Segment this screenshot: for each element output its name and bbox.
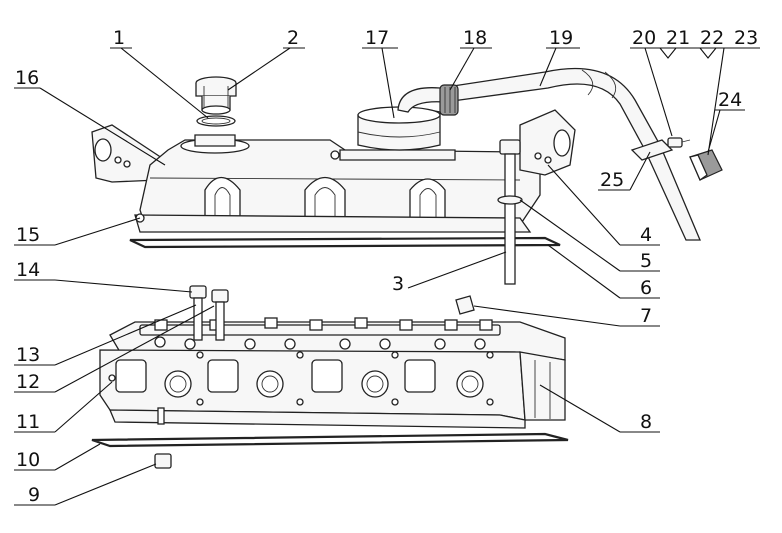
- callout-6: 6: [640, 277, 652, 299]
- callout-3: 3: [392, 273, 404, 295]
- valve-cover: [91, 124, 541, 233]
- cylinder-head: [99, 321, 566, 429]
- callout-labels: 1 2 16 17 18 19 20 21 22 23 24 25 4 5 6 …: [15, 27, 758, 506]
- callout-10: 10: [16, 449, 40, 471]
- callout-21: 21: [666, 27, 690, 49]
- oil-filler-cap: [195, 76, 237, 115]
- valve-train: [139, 317, 501, 350]
- callout-23: 23: [734, 27, 758, 49]
- dowel-pin: [154, 453, 172, 469]
- callout-20: 20: [632, 27, 656, 49]
- hose-end-cap: [689, 149, 723, 181]
- callout-15: 15: [16, 224, 40, 246]
- callout-1: 1: [113, 27, 125, 49]
- lifting-bracket-right: [519, 109, 576, 176]
- breather-housing: [357, 106, 441, 151]
- breather-hose: [397, 67, 701, 241]
- leader-lines: [14, 47, 760, 506]
- callout-11: 11: [16, 411, 40, 433]
- callout-9: 9: [28, 484, 40, 506]
- callout-2: 2: [287, 27, 299, 49]
- cylinder-head-gasket: [91, 432, 569, 448]
- callout-5: 5: [640, 250, 652, 272]
- callout-8: 8: [640, 411, 652, 433]
- callout-22: 22: [700, 27, 724, 49]
- callout-17: 17: [365, 27, 389, 49]
- callout-24: 24: [718, 89, 742, 111]
- callout-4: 4: [640, 224, 652, 246]
- pipe-clamp: [630, 137, 691, 161]
- callout-14: 14: [16, 259, 40, 281]
- callout-25: 25: [600, 169, 624, 191]
- o-ring: [196, 115, 236, 127]
- valve-cover-gasket: [129, 236, 561, 249]
- callout-16: 16: [15, 67, 39, 89]
- cover-bolt: [497, 139, 523, 285]
- callout-13: 13: [16, 344, 40, 366]
- callout-19: 19: [549, 27, 573, 49]
- callout-18: 18: [463, 27, 487, 49]
- head-bolts: [189, 285, 229, 341]
- hose-clamp: [439, 84, 459, 116]
- callout-7: 7: [640, 305, 652, 327]
- callout-12: 12: [16, 371, 40, 393]
- plug: [455, 295, 475, 315]
